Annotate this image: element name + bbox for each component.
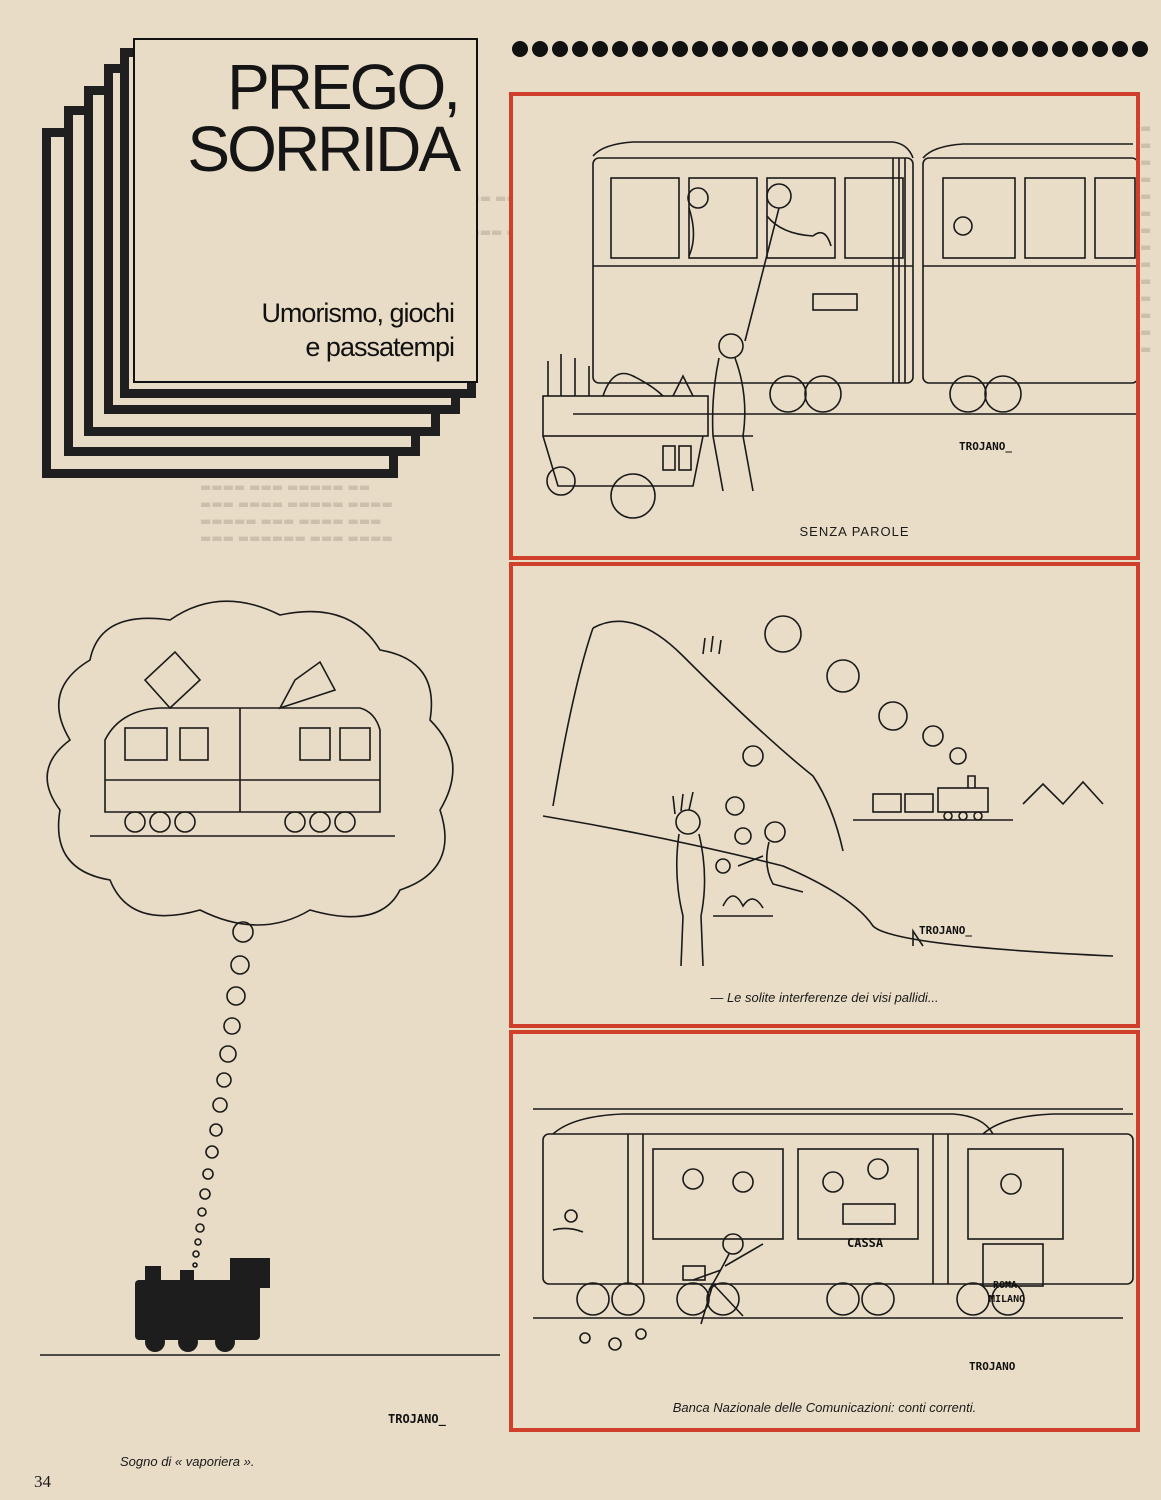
subtitle-line-1: Umorismo, giochi	[261, 298, 455, 328]
title-line-2: SORRIDA	[187, 113, 461, 185]
left-cartoon-caption: Sogno di « vaporiera ».	[120, 1454, 255, 1469]
cartoon-2-caption: — Le solite interferenze dei visi pallid…	[710, 990, 939, 1005]
cartoon-3-caption: Banca Nazionale delle Comunicazioni: con…	[672, 1400, 977, 1415]
show-through-texture-right: ▬▬▬▬▬▬▬▬▬▬▬▬▬▬	[1140, 121, 1152, 356]
cartoon-1-signature: TROJANO_	[959, 440, 1012, 453]
cassa-sign: CASSA	[847, 1236, 884, 1250]
title-box: PREGO, SORRIDA Umorismo, giochi e passat…	[133, 38, 478, 383]
route-sign-roma: ROMA	[993, 1280, 1018, 1291]
bank-train-drawing	[533, 1108, 1134, 1351]
page-number: 34	[34, 1472, 51, 1491]
cartoon-3-signature: TROJANO	[969, 1360, 1016, 1373]
subtitle-line-2: e passatempi	[305, 332, 455, 362]
cartoon-panel-interferenze: TROJANO_ — Le solite interferenze dei vi…	[509, 562, 1140, 1028]
smoke-signal-drawing	[542, 615, 1114, 967]
title-line-1: PREGO,	[227, 51, 461, 123]
route-sign-milano: MILANO	[989, 1294, 1026, 1305]
train-vendor-drawing	[542, 141, 1136, 519]
left-cartoon-signature: TROJANO_	[388, 1412, 446, 1426]
decorative-dot-row	[512, 41, 1152, 63]
cartoon-panel-banca: CASSA ROMA MILANO TROJANO Banca Nazional…	[509, 1030, 1140, 1432]
cartoon-panel-senza-parole: TROJANO_ SENZA PAROLE	[509, 92, 1140, 560]
dream-bubble-drawing	[40, 600, 500, 1356]
cartoon-2-signature: TROJANO_	[919, 924, 972, 937]
cartoon-1-caption: SENZA PAROLE	[799, 524, 910, 539]
